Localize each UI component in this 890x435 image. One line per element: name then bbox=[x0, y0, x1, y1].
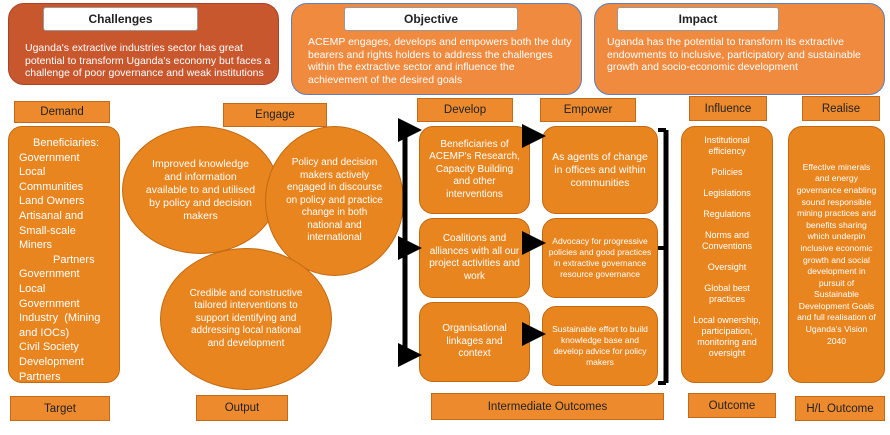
empower-label: Empower bbox=[540, 98, 636, 122]
objective-title: Objective bbox=[344, 7, 518, 31]
demand-item: Civil Society bbox=[19, 341, 79, 354]
impact-panel: Impact Uganda has the potential to trans… bbox=[594, 3, 885, 95]
develop-box-linkages-text: Organisational linkages and context bbox=[442, 323, 507, 360]
engage-circle-interventions: Credible and constructive tailored inter… bbox=[160, 248, 332, 390]
empower-box-agents-text: As agents of change in offices and withi… bbox=[552, 150, 648, 189]
intermediate-outcomes-label: Intermediate Outcomes bbox=[431, 393, 664, 420]
engage-circle-policy-text: Policy and decision makers actively enga… bbox=[286, 157, 383, 244]
demand-item: Local bbox=[19, 282, 46, 295]
demand-item: Industry (Mining bbox=[19, 312, 101, 325]
demand-item: Partners bbox=[19, 370, 61, 383]
realise-box: Effective minerals and energy governance… bbox=[788, 126, 885, 383]
demand-label: Demand bbox=[14, 101, 110, 123]
challenges-title: Challenges bbox=[43, 7, 198, 31]
impact-title: Impact bbox=[617, 7, 779, 31]
engage-circle-policy: Policy and decision makers actively enga… bbox=[265, 126, 404, 276]
demand-item: Beneficiaries: bbox=[33, 137, 100, 149]
develop-box-coalitions-text: Coalitions and alliances with all our pr… bbox=[429, 233, 520, 282]
engage-circle-knowledge-text: Improved knowledge and information avail… bbox=[145, 157, 256, 222]
develop-box-beneficiaries-text: Beneficiaries of ACEMP's Research, Capac… bbox=[429, 138, 520, 200]
influence-item: Regulations bbox=[703, 209, 751, 219]
influence-label: Influence bbox=[689, 96, 767, 121]
influence-item: Global best practices bbox=[704, 283, 750, 304]
influence-item: Norms and Conventions bbox=[701, 230, 753, 251]
challenges-panel: Challenges Uganda's extractive industrie… bbox=[8, 3, 279, 85]
influence-item: Policies bbox=[711, 167, 743, 177]
influence-item: Institutional efficiency bbox=[704, 135, 750, 156]
outcome-label: Outcome bbox=[688, 393, 776, 418]
engage-circle-knowledge: Improved knowledge and information avail… bbox=[122, 126, 279, 254]
develop-box-linkages: Organisational linkages and context bbox=[419, 302, 530, 382]
empower-box-advocacy-text: Advocacy for progressive policies and go… bbox=[548, 236, 652, 279]
influence-item: Local ownership, participation, monitori… bbox=[693, 315, 761, 358]
output-label: Output bbox=[196, 395, 288, 421]
impact-text: Uganda has the potential to transform it… bbox=[607, 36, 861, 73]
demand-item: Local bbox=[19, 166, 46, 179]
demand-item: Government bbox=[19, 268, 80, 281]
demand-item: Miners bbox=[19, 239, 53, 252]
develop-box-coalitions: Coalitions and alliances with all our pr… bbox=[419, 218, 530, 298]
realise-label: Realise bbox=[802, 96, 880, 121]
influence-item: Oversight bbox=[707, 262, 747, 272]
influence-list: Institutional efficiency Policies Legisl… bbox=[685, 127, 769, 359]
demand-item: Communities bbox=[19, 180, 84, 193]
develop-box-beneficiaries: Beneficiaries of ACEMP's Research, Capac… bbox=[419, 126, 530, 214]
demand-item: Small-scale bbox=[19, 224, 76, 237]
realise-box-text: Effective minerals and energy governance… bbox=[796, 161, 877, 346]
demand-item: Government bbox=[19, 297, 80, 310]
demand-item: Government bbox=[19, 151, 80, 164]
empower-box-sustainable: Sustainable effort to build knowledge ba… bbox=[542, 306, 658, 386]
empower-box-advocacy: Advocacy for progressive policies and go… bbox=[542, 218, 658, 298]
engage-circle-interventions-text: Credible and constructive tailored inter… bbox=[189, 287, 303, 349]
objective-panel: Objective ACEMP engages, develops and em… bbox=[291, 3, 582, 95]
demand-list: Beneficiaries: Government Local Communit… bbox=[9, 127, 100, 384]
hl-outcome-label: H/L Outcome bbox=[795, 396, 885, 421]
develop-label: Develop bbox=[417, 98, 513, 122]
demand-item: Development bbox=[19, 355, 84, 368]
demand-item: and IOCs) bbox=[19, 326, 70, 339]
challenges-text: Uganda's extractive industries sector ha… bbox=[25, 42, 271, 79]
empower-box-sustainable-text: Sustainable effort to build knowledge ba… bbox=[552, 324, 648, 367]
objective-text: ACEMP engages, develops and empowers bot… bbox=[308, 36, 572, 86]
engage-label: Engage bbox=[223, 103, 327, 127]
demand-item: Partners bbox=[53, 253, 95, 266]
demand-box: Beneficiaries: Government Local Communit… bbox=[8, 126, 120, 383]
empower-box-agents: As agents of change in offices and withi… bbox=[542, 126, 658, 214]
influence-item: Legislations bbox=[703, 188, 751, 198]
target-label: Target bbox=[10, 396, 110, 421]
influence-box: Institutional efficiency Policies Legisl… bbox=[681, 126, 773, 383]
demand-item: Land Owners bbox=[19, 195, 85, 208]
demand-item: Artisanal and bbox=[19, 209, 84, 222]
